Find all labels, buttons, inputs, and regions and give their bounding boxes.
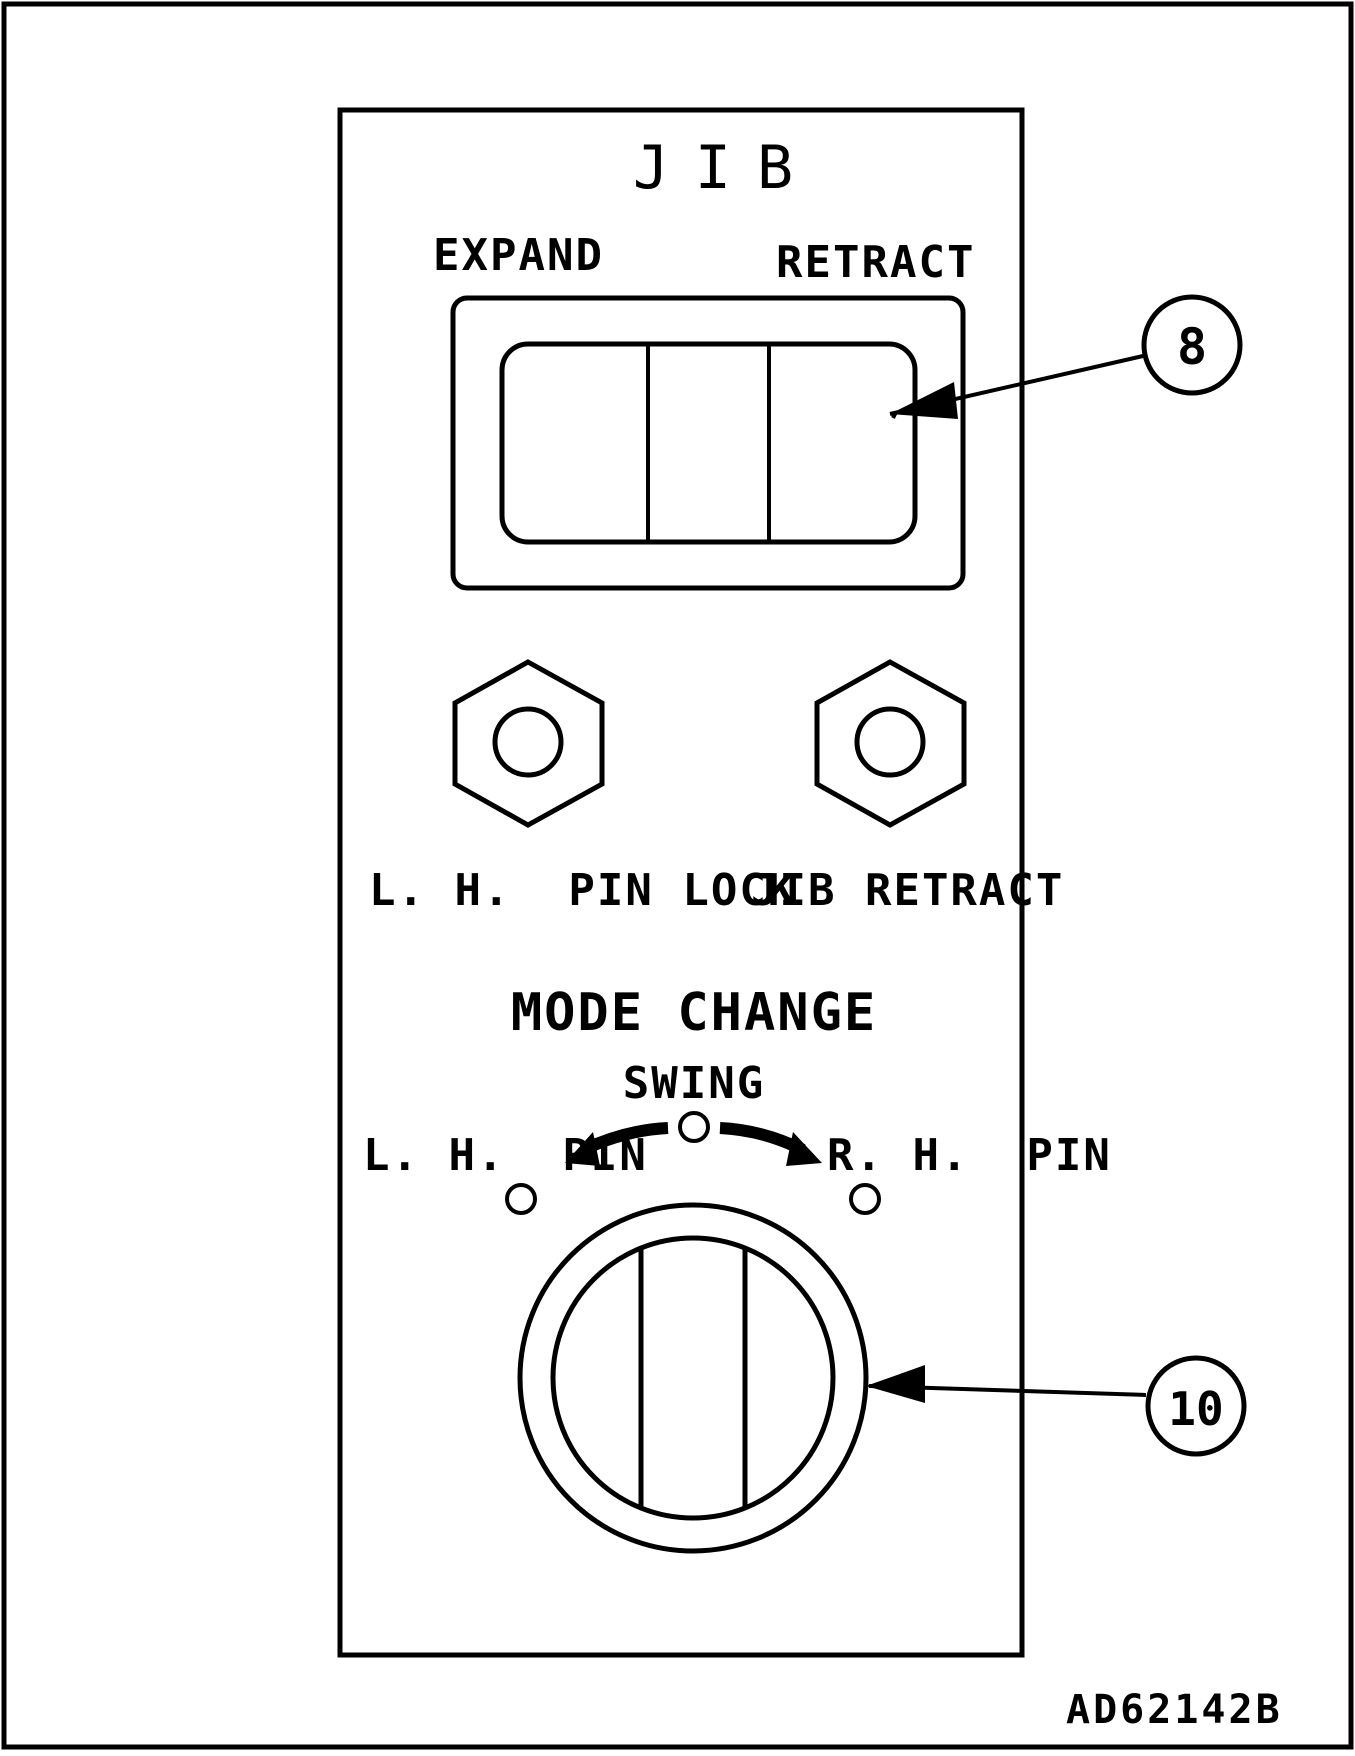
callout-10-number: 10 [1168,1382,1223,1436]
mode-change-knob[interactable] [517,1202,869,1554]
panel-plate [337,107,1025,1658]
callout-10-arrowhead [866,1365,925,1403]
right-arrowhead [786,1132,822,1166]
rh-pin-position-dot [849,1183,881,1215]
callout-8: 8 [889,294,1243,419]
rh-pin-mode-label: R. H. PIN [827,1130,1112,1181]
rocker-face[interactable] [499,341,918,545]
jib-retract-button[interactable] [814,659,967,828]
jib-retract-hex-nut [814,659,967,828]
jib-rocker-switch[interactable] [450,295,966,591]
callout-10-circle [1145,1355,1247,1457]
swing-position-dot [678,1111,710,1143]
mode-change-title: MODE CHANGE [511,983,877,1043]
retract-label: RETRACT [776,237,975,288]
callout-10: 10 [866,1355,1247,1457]
swing-label: SWING [623,1058,765,1109]
callout-8-arrowhead [890,382,958,419]
lh-pin-position-dot [505,1183,537,1215]
callout-8-circle [1141,294,1243,396]
lh-button-hex-nut [452,659,605,828]
left-arrowhead [565,1132,600,1166]
knob-outer-ring [517,1202,869,1554]
jib-retract-cap[interactable] [854,706,926,778]
rocker-bezel [450,295,966,591]
panel-title: JIB [633,133,819,203]
mode-arrows [565,1122,822,1166]
lh-pin-lock-label: L. H. PIN LOCK [369,865,796,916]
lh-button-cap[interactable] [492,706,564,778]
lh-pin-lock-button[interactable] [452,659,605,828]
expand-label: EXPAND [433,230,604,281]
figure-code: AD62142B [1066,1687,1283,1733]
jib-retract-label: JIB RETRACT [751,865,1064,916]
callout-8-number: 8 [1177,318,1207,376]
knob-face[interactable] [550,1235,836,1521]
